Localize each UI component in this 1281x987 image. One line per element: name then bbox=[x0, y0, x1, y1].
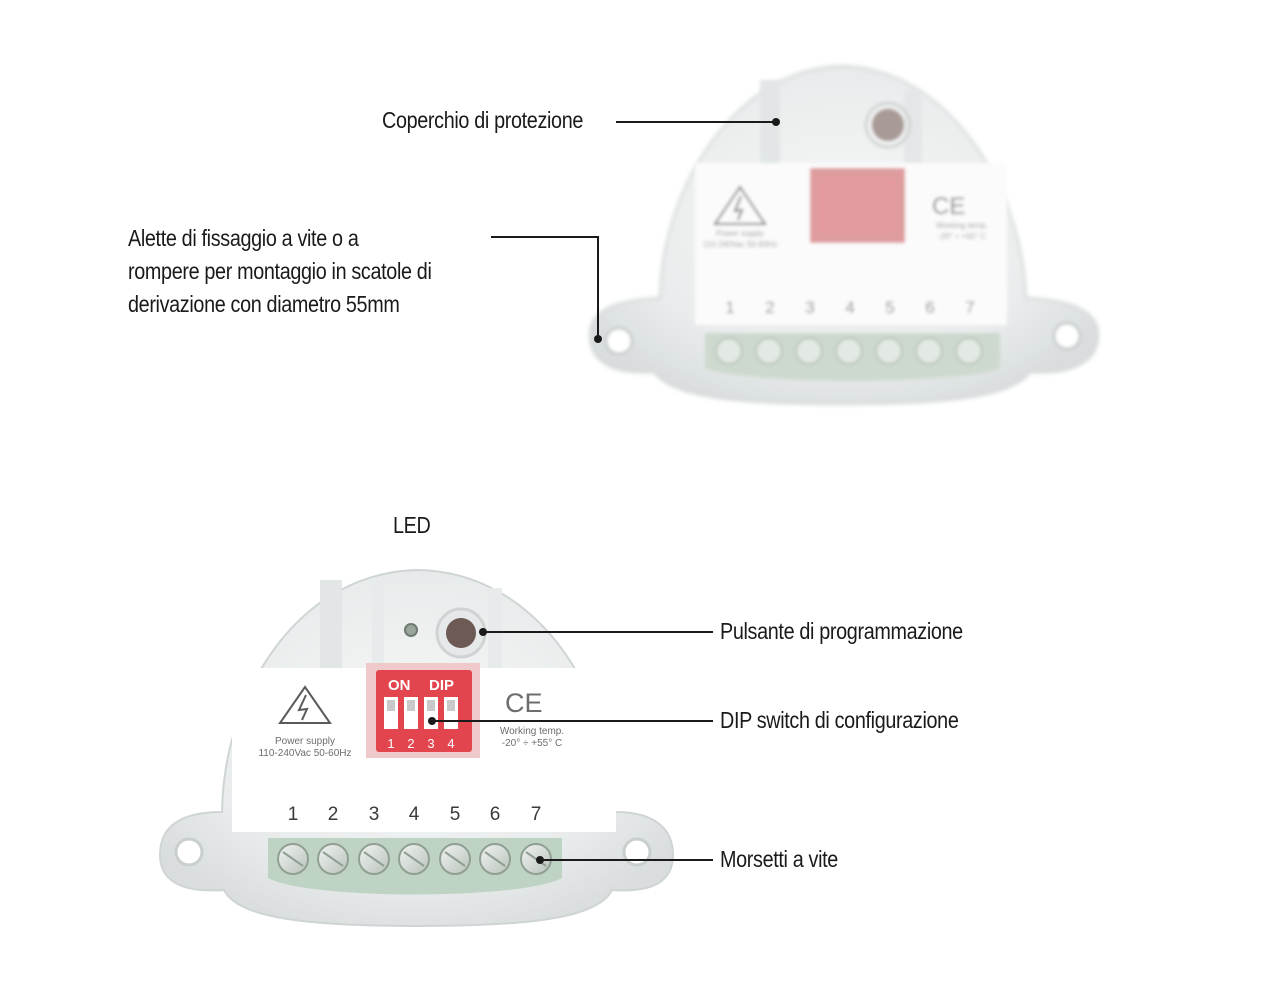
led-icon bbox=[404, 623, 418, 637]
top-ce-mark-icon: CE bbox=[932, 193, 965, 220]
terminal-number: 6 bbox=[490, 804, 501, 825]
top-voltage-text: 110-240Vac 50-60Hz bbox=[703, 240, 777, 249]
temp-range-text: -20° ÷ +55° C bbox=[502, 738, 562, 749]
warning-triangle-icon bbox=[278, 685, 332, 724]
top-power-supply-text: Power supply bbox=[716, 229, 764, 238]
bottom-leader-lines bbox=[428, 628, 713, 864]
voltage-text: 110-240Vac 50-60Hz bbox=[258, 748, 351, 759]
working-temp-text: Working temp. bbox=[500, 726, 564, 737]
tabs-leader-dot bbox=[594, 335, 602, 343]
terminal-numbers: 1 2 3 4 5 6 7 bbox=[288, 804, 542, 825]
bottom-device: ON DIP 1 2 3 4 Power supply 110-240Vac bbox=[158, 568, 675, 928]
top-terminal-number: 5 bbox=[885, 298, 894, 317]
terminal-number: 3 bbox=[369, 804, 380, 825]
terminal-number: 1 bbox=[288, 804, 299, 825]
label-mounting-tabs-line: derivazione con diametro 55mm bbox=[128, 291, 400, 317]
power-supply-text: Power supply bbox=[275, 736, 335, 747]
dip-on-text: ON bbox=[388, 677, 411, 694]
dip-number: 2 bbox=[407, 736, 414, 751]
top-terminal-number: 3 bbox=[805, 298, 814, 317]
label-led: LED bbox=[393, 512, 431, 538]
tabs-leader-line bbox=[491, 236, 599, 339]
dip-switch: ON DIP 1 2 3 4 bbox=[366, 663, 480, 758]
label-protective-cover: Coperchio di protezione bbox=[382, 107, 584, 133]
top-terminal-numbers: 1 2 3 4 5 6 7 bbox=[725, 298, 974, 317]
top-terminal-number: 6 bbox=[925, 298, 934, 317]
top-terminal-number: 7 bbox=[965, 298, 974, 317]
dip-dip-text: DIP bbox=[429, 677, 454, 694]
top-terminal-number: 1 bbox=[725, 298, 734, 317]
top-screw-terminal-icon bbox=[955, 337, 983, 365]
top-screw-terminal-icon bbox=[715, 337, 743, 365]
top-program-button-icon bbox=[872, 109, 904, 141]
top-screw-terminals bbox=[715, 337, 983, 365]
bottom-left-tab-hole-icon bbox=[174, 837, 204, 867]
terminal-number: 4 bbox=[409, 804, 420, 825]
top-left-tab-hole-icon bbox=[604, 326, 634, 356]
top-warning-triangle-icon bbox=[713, 185, 767, 225]
label-mounting-tabs-line: Alette di fissaggio a vite o a bbox=[128, 225, 359, 251]
dip-number: 1 bbox=[387, 736, 394, 751]
top-device: CE Power supply 110-240Vac 50-60Hz Worki… bbox=[588, 64, 1100, 406]
terminal-number: 2 bbox=[328, 804, 339, 825]
bottom-right-tab-hole-icon bbox=[622, 837, 652, 867]
label-dip-switch: DIP switch di configurazione bbox=[720, 707, 959, 733]
label-mounting-tabs: Alette di fissaggio a vite o a rompere p… bbox=[128, 222, 506, 321]
cover-leader-dot bbox=[772, 118, 780, 126]
top-screw-terminal-icon bbox=[835, 337, 863, 365]
top-screw-terminal-icon bbox=[755, 337, 783, 365]
screw-terminals bbox=[277, 843, 552, 875]
top-screw-terminal-icon bbox=[915, 337, 943, 365]
top-terminal-number: 4 bbox=[845, 298, 854, 317]
top-right-tab-hole-icon bbox=[1052, 321, 1082, 351]
dip-number: 3 bbox=[427, 736, 434, 751]
top-temp-range-text: -20° ÷ +55° C bbox=[938, 232, 987, 241]
top-working-temp-text: Working temp. bbox=[936, 221, 987, 230]
program-button-icon bbox=[446, 618, 476, 648]
label-screw-terminals: Morsetti a vite bbox=[720, 846, 838, 872]
label-programming-button: Pulsante di programmazione bbox=[720, 618, 963, 644]
terminal-number: 7 bbox=[531, 804, 542, 825]
top-terminal-number: 2 bbox=[765, 298, 774, 317]
dip-number: 4 bbox=[447, 736, 454, 751]
top-screw-terminal-icon bbox=[875, 337, 903, 365]
terminal-number: 5 bbox=[450, 804, 461, 825]
label-mounting-tabs-line: rompere per montaggio in scatole di bbox=[128, 258, 432, 284]
ce-mark-icon: CE bbox=[505, 688, 543, 718]
top-screw-terminal-icon bbox=[795, 337, 823, 365]
top-leader-lines bbox=[491, 118, 780, 343]
